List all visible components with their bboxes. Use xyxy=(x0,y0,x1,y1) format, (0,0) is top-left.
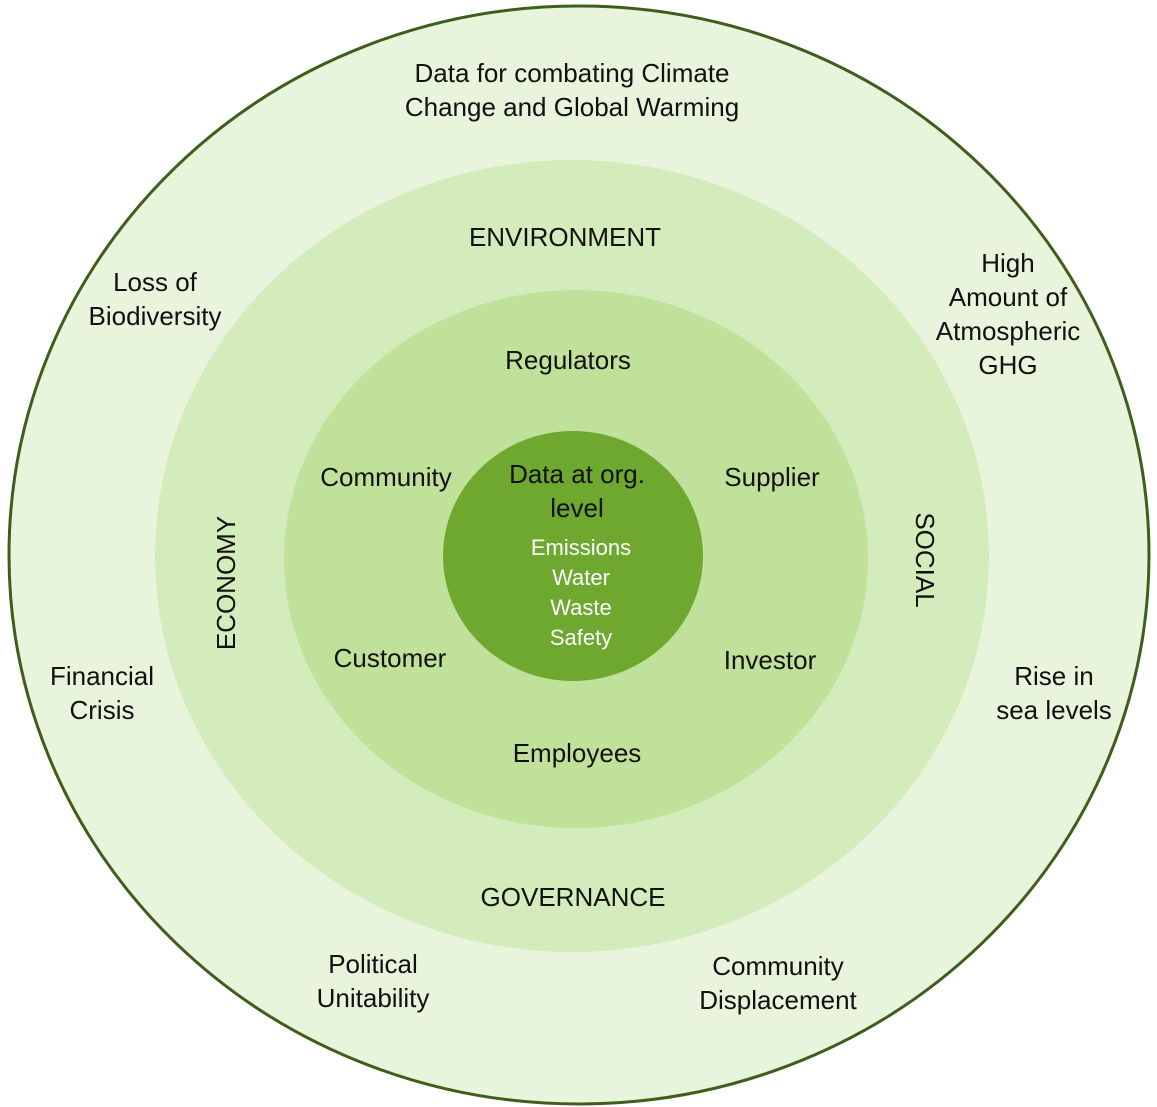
core-item: Water xyxy=(552,565,610,590)
outer-label-displacement: Community Displacement xyxy=(699,949,857,1017)
line: level xyxy=(550,493,604,523)
line: sea levels xyxy=(996,695,1112,725)
line: Rise in xyxy=(1014,661,1094,691)
outer-label-sea-levels: Rise in sea levels xyxy=(996,659,1112,727)
line: Displacement xyxy=(699,985,857,1015)
esg-environment: ENVIRONMENT xyxy=(468,222,662,252)
line: Change and Global Warming xyxy=(404,92,740,122)
line: High xyxy=(981,248,1035,278)
line: GHG xyxy=(978,350,1038,380)
core-items: Emissions Water Waste Safety xyxy=(531,533,631,653)
line: Data for combating Climate xyxy=(414,58,730,88)
line: Financial xyxy=(49,661,155,691)
line: Community xyxy=(712,951,844,981)
outer-label-ghg: High Amount of Atmospheric GHG xyxy=(936,246,1081,382)
line: Atmospheric xyxy=(935,316,1081,346)
outer-label-climate: Data for combating Climate Change and Gl… xyxy=(405,56,739,124)
outer-label-biodiversity: Loss of Biodiversity xyxy=(89,265,222,333)
line: Data at org. xyxy=(509,459,645,489)
esg-governance: GOVERNANCE xyxy=(480,882,666,912)
line: Crisis xyxy=(69,695,135,725)
core-item: Waste xyxy=(550,595,612,620)
esg-social: SOCIAL xyxy=(910,512,940,608)
core-circle xyxy=(443,431,703,681)
esg-economy: ECONOMY xyxy=(211,515,241,651)
stakeholder-investor: Investor xyxy=(723,645,817,675)
stakeholder-customer: Customer xyxy=(333,643,447,673)
stakeholder-regulators: Regulators xyxy=(505,345,631,375)
outer-label-political: Political Unitability xyxy=(317,947,430,1015)
line: Loss of xyxy=(113,267,197,297)
outer-label-financial: Financial Crisis xyxy=(50,659,154,727)
line: Amount of xyxy=(948,282,1068,312)
stakeholder-community: Community xyxy=(320,462,452,492)
stakeholder-supplier: Supplier xyxy=(724,462,820,492)
core-item: Emissions xyxy=(530,535,632,560)
line: Unitability xyxy=(316,983,430,1013)
stakeholder-employees: Employees xyxy=(512,738,642,768)
core-title: Data at org. level xyxy=(509,457,645,525)
core-item: Safety xyxy=(549,625,613,650)
line: Biodiversity xyxy=(88,301,222,331)
line: Political xyxy=(328,949,418,979)
